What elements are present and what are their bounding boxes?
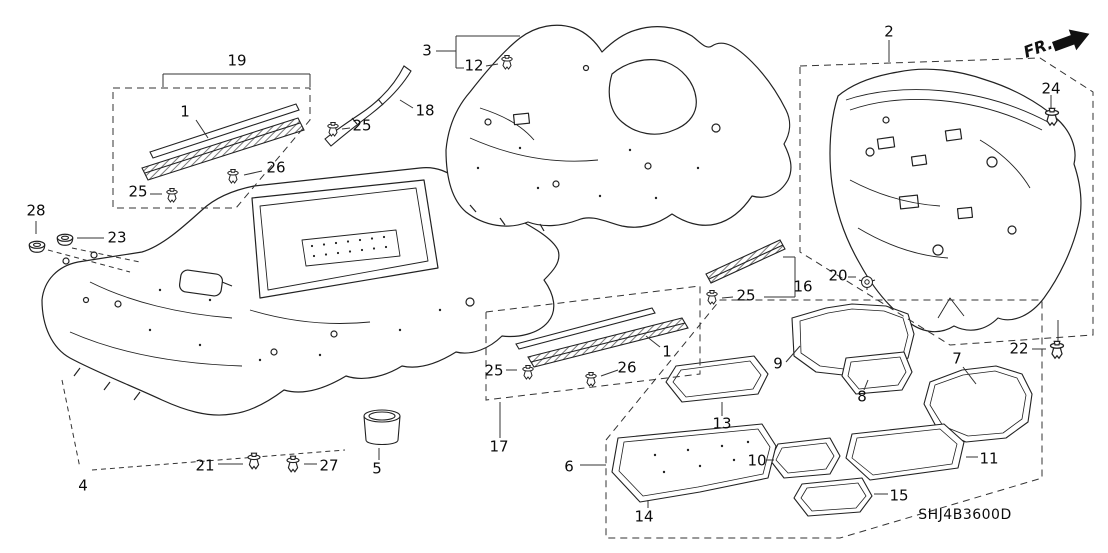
part-label-20: 20: [828, 266, 848, 285]
part-label-1b: 1: [662, 342, 672, 361]
part-label-24: 24: [1041, 79, 1061, 98]
part-label-25c: 25: [736, 286, 756, 305]
part-label-15: 15: [889, 486, 909, 505]
part-label-25b: 25: [128, 182, 148, 201]
part-label-16: 16: [793, 277, 813, 296]
part-label-7: 7: [952, 349, 962, 368]
part-label-8: 8: [857, 387, 867, 406]
part-label-26b: 26: [617, 358, 637, 377]
part-label-25a: 25: [352, 116, 372, 135]
part-label-22: 22: [1009, 339, 1029, 358]
part-label-5: 5: [372, 459, 382, 478]
part-label-13: 13: [712, 414, 732, 433]
clip-icon: [286, 455, 300, 473]
group-box-2: [799, 57, 1094, 346]
part-label-18: 18: [415, 101, 435, 120]
step-garnish-drawing: [705, 239, 786, 284]
group-box-6: [605, 299, 1043, 539]
clip-icon: [706, 290, 718, 305]
part-5-drawing: [363, 409, 401, 446]
dashed-leader-lines: [47, 247, 346, 471]
part-label-28: 28: [26, 201, 46, 220]
rear-floor-carpet-drawing: [41, 167, 560, 416]
fr-direction-indicator: FR.: [1021, 29, 1090, 62]
clip-icon: [227, 169, 239, 184]
clip-icon: [585, 372, 597, 387]
part-label-14: 14: [634, 507, 654, 526]
part-label-11: 11: [979, 449, 999, 468]
part-label-21: 21: [195, 456, 215, 475]
grommet-icon: [56, 233, 74, 246]
clip-icon: [522, 365, 534, 380]
clip-icon: [166, 188, 178, 203]
part-label-27: 27: [319, 456, 339, 475]
group-box-19: [112, 87, 311, 209]
part-label-3: 3: [422, 41, 432, 60]
group-box-17: [485, 285, 701, 401]
fr-arrow-icon: [1052, 29, 1090, 52]
clip-icon: [247, 452, 261, 470]
part-label-19: 19: [227, 51, 247, 70]
part-label-26a: 26: [266, 158, 286, 177]
dashboard-insulator-drawing: [829, 68, 1082, 333]
rear-sill-trim-drawing: [515, 307, 689, 368]
diagram-code: SHJ4B3600D: [918, 507, 1012, 523]
part-label-2: 2: [884, 22, 894, 41]
front-floor-carpet-drawing: [445, 24, 792, 232]
pillar-garnish-drawing: [324, 65, 412, 147]
floor-mat-set-drawing: [611, 303, 1033, 517]
fr-label: FR.: [1021, 34, 1055, 62]
part-label-23: 23: [107, 228, 127, 247]
part-label-10: 10: [747, 451, 767, 470]
grouping-boxes: [112, 57, 1094, 539]
part-label-12: 12: [464, 56, 484, 75]
grommet-icon: [28, 240, 46, 253]
part-label-1a: 1: [180, 102, 190, 121]
leader-lines: [35, 35, 1059, 508]
clip-icon: [1049, 340, 1065, 359]
part-label-4: 4: [78, 476, 88, 495]
part-label-17: 17: [489, 437, 509, 456]
part-label-6: 6: [564, 457, 574, 476]
part-label-9: 9: [773, 354, 783, 373]
front-sill-trim-drawing: [141, 103, 305, 181]
part-label-25d: 25: [484, 361, 504, 380]
